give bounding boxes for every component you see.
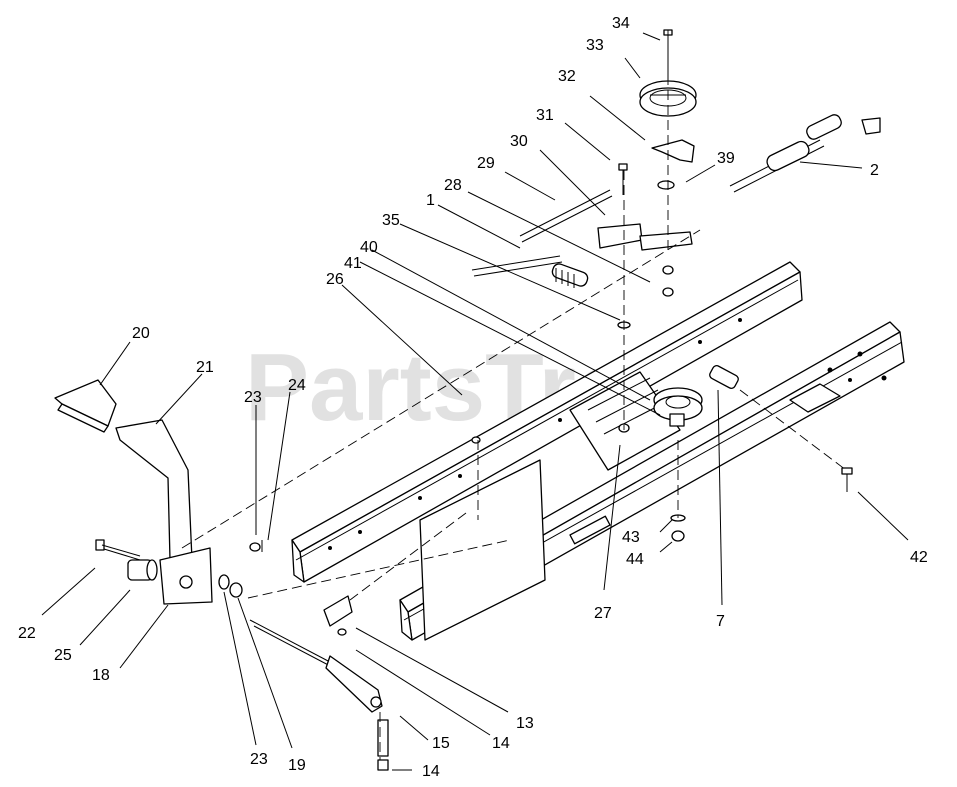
idler-pulley-lower <box>653 387 703 427</box>
callout-20: 20 <box>132 325 150 342</box>
callout-39: 39 <box>717 150 735 167</box>
rod-1 <box>471 255 563 277</box>
bracket-13 <box>323 595 353 636</box>
idler-arm-30 <box>597 223 693 251</box>
callout-44: 44 <box>626 551 644 568</box>
rod-29 <box>519 189 613 243</box>
callout-43: 43 <box>622 529 640 546</box>
cross-member <box>569 371 681 471</box>
callout-33: 33 <box>586 37 604 54</box>
callout-30: 30 <box>510 133 528 150</box>
washer-23-nut-19 <box>218 574 243 598</box>
frame-rail-left <box>291 261 803 583</box>
callout-22: 22 <box>18 625 36 642</box>
callout-35: 35 <box>382 212 400 229</box>
nut-lower <box>662 287 674 297</box>
callout-21: 21 <box>196 359 214 376</box>
callout-29: 29 <box>477 155 495 172</box>
bushing-25 <box>127 559 158 581</box>
callout-19: 19 <box>288 757 306 774</box>
callout-31: 31 <box>536 107 554 124</box>
callout-1: 1 <box>426 192 435 209</box>
bracket-32 <box>651 139 695 163</box>
callout-15: 15 <box>432 735 450 752</box>
hidden-lines <box>181 30 847 760</box>
callout-labels: 34 33 32 31 30 39 29 2 28 1 35 40 41 26 … <box>18 15 928 780</box>
link-rod <box>249 619 383 713</box>
rod-2 <box>729 114 881 193</box>
bolt-22 <box>95 539 141 561</box>
callout-14-lower: 14 <box>422 763 440 780</box>
callout-2: 2 <box>870 162 879 179</box>
callout-25: 25 <box>54 647 72 664</box>
callout-32: 32 <box>558 68 576 85</box>
frame-lower-plate <box>419 459 611 641</box>
pedal-arm-21 <box>115 419 213 605</box>
callout-18: 18 <box>92 667 110 684</box>
washer-nut-43-44 <box>670 514 686 542</box>
callout-27: 27 <box>594 605 612 622</box>
callout-14-upper: 14 <box>492 735 510 752</box>
callout-13: 13 <box>516 715 534 732</box>
nut-upper <box>662 265 674 275</box>
callout-40: 40 <box>360 239 378 256</box>
callout-24: 24 <box>288 377 306 394</box>
spring-35 <box>551 263 589 288</box>
callout-28: 28 <box>444 177 462 194</box>
pedal-pad-20 <box>54 379 117 433</box>
nut-26 <box>471 436 481 444</box>
bolt-31 <box>618 163 628 195</box>
callout-42: 42 <box>910 549 928 566</box>
callout-26: 26 <box>326 271 344 288</box>
pin-24 <box>249 540 263 552</box>
callout-34: 34 <box>612 15 630 32</box>
bolt-42 <box>841 467 853 492</box>
washer-39 <box>657 180 675 190</box>
callout-41: 41 <box>344 255 362 272</box>
leader-lines <box>41 32 909 771</box>
coupler-7 <box>709 365 739 389</box>
callout-23-upper: 23 <box>244 389 262 406</box>
callout-7: 7 <box>716 613 725 630</box>
callout-23-lower: 23 <box>250 751 268 768</box>
spacer-15 <box>377 719 389 771</box>
